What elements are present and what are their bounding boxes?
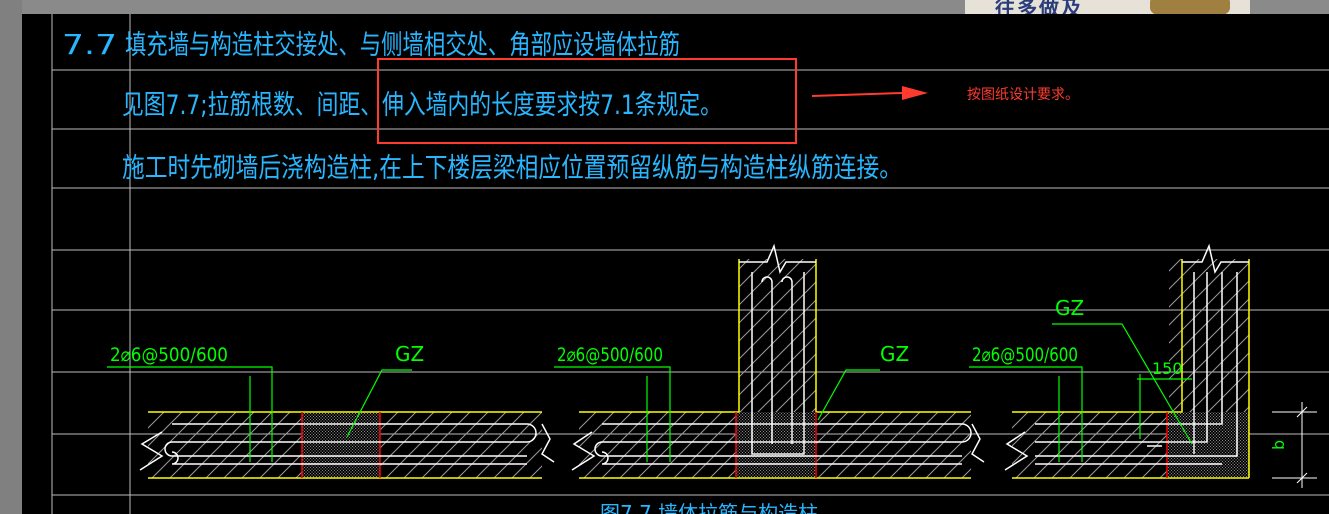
thumbnail-photo	[1150, 0, 1230, 16]
dimension-b-marker	[1272, 402, 1317, 488]
annotation-text: 按图纸设计要求。	[967, 87, 1079, 103]
gz-label-2: GZ	[880, 342, 909, 366]
spec-line-2: 见图7.7;拉筋根数、间距、伸入墙内的长度要求按7.1条规定。	[122, 90, 722, 121]
rebar-label-2: 2⌀6@500/600	[557, 344, 663, 366]
spec-text: 7.7 填充墙与构造柱交接处、与侧墙相交处、角部应设墙体拉筋 见图7.7;拉筋根…	[62, 28, 902, 184]
rebar-label-3: 2⌀6@500/600	[972, 344, 1078, 366]
gz-label-3: GZ	[1055, 296, 1084, 320]
grid-lines	[51, 14, 1329, 514]
detail-1-straight-wall	[107, 366, 555, 479]
spec-line-3: 施工时先砌墙后浇构造柱,在上下楼层梁相应位置预留纵筋与构造柱纵筋连接。	[122, 153, 902, 184]
detail-2-t-junction	[554, 243, 985, 479]
thumbnail-glyphs: 往多做及	[995, 0, 1083, 16]
red-arrow-icon	[811, 86, 928, 100]
rebar-label-1: 2⌀6@500/600	[110, 344, 228, 366]
dimension-150: 150	[1152, 359, 1183, 378]
cad-drawing: 7.7 填充墙与构造柱交接处、与侧墙相交处、角部应设墙体拉筋 见图7.7;拉筋根…	[51, 14, 1329, 514]
highlight-box	[377, 58, 797, 144]
detail-labels: 2⌀6@500/600 GZ 2⌀6@500/600 GZ 2⌀6@500/60…	[110, 296, 1288, 450]
background-window-left	[0, 0, 22, 514]
gz-label-1: GZ	[395, 342, 424, 366]
dimension-b: b	[1269, 440, 1288, 450]
background-thumbnail: 往多做及	[965, 0, 1250, 16]
detail-3-corner	[969, 243, 1317, 488]
cad-drawing-canvas[interactable]: 7.7 填充墙与构造柱交接处、与侧墙相交处、角部应设墙体拉筋 见图7.7;拉筋根…	[22, 14, 1329, 514]
section-number: 7.7	[62, 28, 117, 61]
spec-line-1: 填充墙与构造柱交接处、与侧墙相交处、角部应设墙体拉筋	[125, 30, 680, 61]
figure-caption: 图7.7 墙体拉筋与构造柱	[600, 501, 818, 514]
